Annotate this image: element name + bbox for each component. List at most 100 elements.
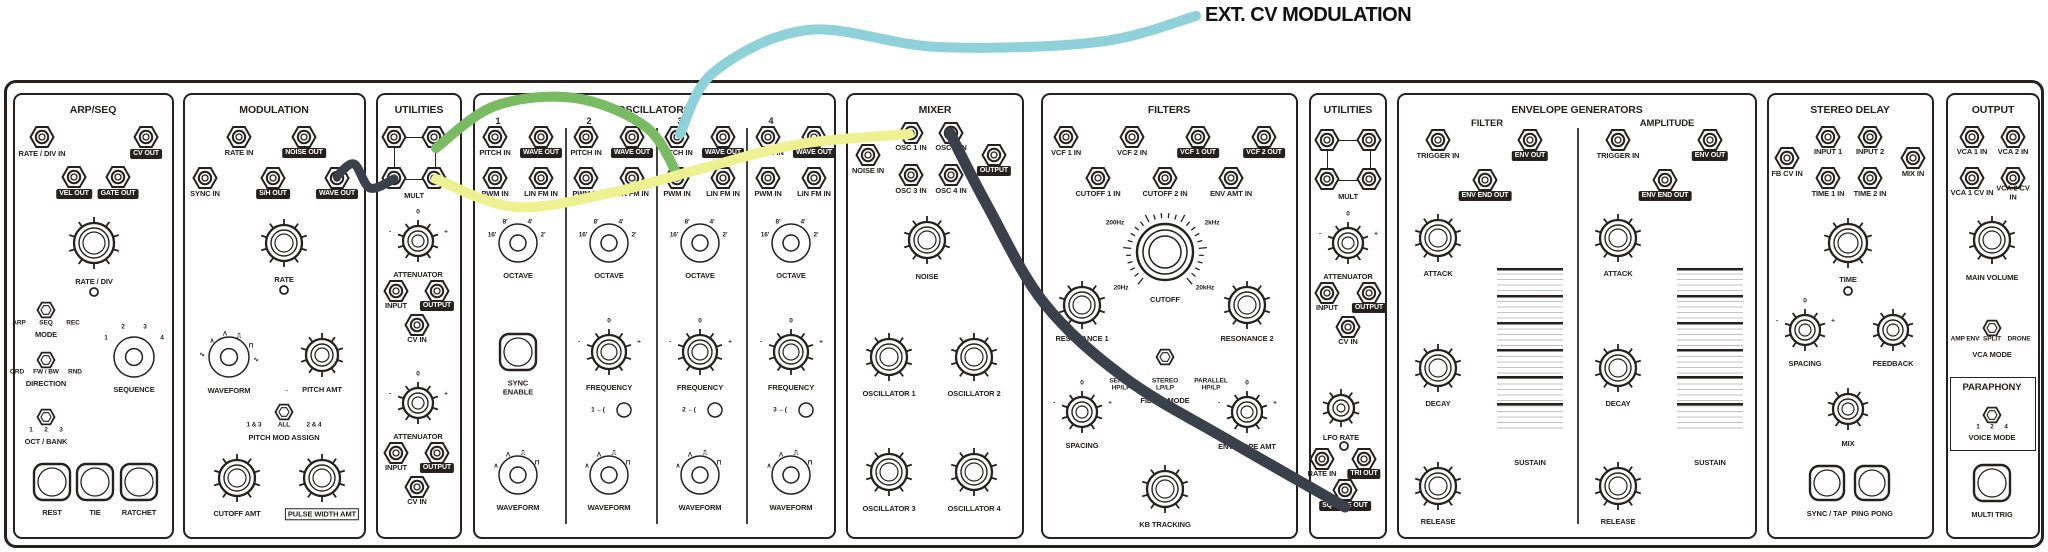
cutoff-amt-knob[interactable] [200,441,274,515]
lfo-rate-knob[interactable] [1309,376,1373,440]
fb-cv-in-jack[interactable] [1774,145,1800,171]
noise-knob[interactable] [890,203,964,277]
wave-out-jack[interactable] [324,165,350,191]
waveform-switch[interactable] [206,334,252,380]
cv-out-jack[interactable] [133,124,159,150]
pulse-width-amt-knob[interactable] [285,441,359,515]
spacing-knob[interactable] [1771,296,1839,364]
release-knob[interactable] [1581,449,1655,523]
frequency-knob[interactable] [755,316,827,388]
osc2-lin-fm-in-jack[interactable] [619,165,645,191]
mult-jack[interactable] [1314,127,1340,153]
output-jack[interactable] [424,440,450,466]
sequence-switch[interactable] [111,334,157,380]
vel-out-jack[interactable] [61,164,87,190]
octave-switch[interactable] [678,221,722,265]
osc4-lin-fm-in-jack[interactable] [801,165,827,191]
mix-in-jack[interactable] [1900,145,1926,171]
kb-tracking-knob[interactable] [1128,452,1202,526]
cv-in-jack[interactable] [404,312,430,338]
frequency-knob[interactable] [664,316,736,388]
output-jack[interactable] [981,142,1007,168]
waveform-switch[interactable] [587,453,631,497]
rate-knob[interactable] [247,206,321,280]
osc1-wave-out-jack[interactable] [528,124,554,150]
cv-in-jack[interactable] [404,474,430,500]
gate-out-jack[interactable] [105,164,131,190]
time-knob[interactable] [1810,205,1886,281]
decay-knob[interactable] [1581,331,1655,405]
main-volume-knob[interactable] [1955,203,2029,277]
decay-knob[interactable] [1401,331,1475,405]
attack-knob[interactable] [1581,201,1655,275]
sync-enable-button[interactable] [497,331,539,373]
mult-jack[interactable] [381,165,407,191]
vcf-2-out-jack[interactable] [1251,124,1277,150]
filter-env-end-out-jack[interactable] [1472,167,1498,193]
cutoff-1-in-jack[interactable] [1085,165,1111,191]
osc-3-in-jack[interactable] [898,162,924,188]
oct-bank-switch[interactable] [36,408,56,427]
attenuator-knob[interactable] [384,207,452,275]
vca-2-cv-in-jack[interactable] [2000,165,2026,191]
osc3-pwm-in-jack[interactable] [664,165,690,191]
sync-tap-button[interactable] [1807,463,1847,503]
attack-knob[interactable] [1401,201,1475,275]
pitch-amt-knob[interactable] [287,320,357,390]
ping-pong-button[interactable] [1852,463,1892,503]
rate-div-in-jack[interactable] [29,124,55,150]
attenuator-knob[interactable] [384,369,452,437]
cutoff-2-in-jack[interactable] [1152,165,1178,191]
mult-jack[interactable] [381,124,407,150]
resonance-1-knob[interactable] [1045,268,1119,342]
filter-env-out-jack[interactable] [1517,127,1543,153]
mode-switch[interactable] [36,301,56,320]
osc1-pwm-in-jack[interactable] [482,165,508,191]
input-2-jack[interactable] [1857,124,1883,150]
waveform-switch[interactable] [496,453,540,497]
osc1-pitch-in-jack[interactable] [482,124,508,150]
square-out-jack[interactable] [1332,477,1358,503]
sustain-slider[interactable] [1677,268,1743,430]
envelope-amt-knob[interactable] [1213,378,1281,446]
noise-out-jack[interactable] [291,124,317,150]
waveform-switch[interactable] [769,453,813,497]
resonance-2-knob[interactable] [1210,268,1284,342]
vca-mode-switch[interactable] [1982,319,2002,338]
rest-button[interactable] [31,461,73,503]
oscillator-4-knob[interactable] [937,435,1011,509]
vcf-1-out-jack[interactable] [1185,124,1211,150]
osc2-wave-out-jack[interactable] [619,124,645,150]
oscillator-3-knob[interactable] [852,435,926,509]
time-1-in-jack[interactable] [1815,165,1841,191]
input-jack[interactable] [383,440,409,466]
input-jack[interactable] [383,278,409,304]
vca-1-cv-in-jack[interactable] [1959,165,1985,191]
env-amt-in-jack[interactable] [1218,165,1244,191]
vca-1-in-jack[interactable] [1959,124,1985,150]
release-knob[interactable] [1401,449,1475,523]
octave-switch[interactable] [769,221,813,265]
tie-button[interactable] [74,461,116,503]
direction-switch[interactable] [36,351,56,370]
osc3-lin-fm-in-jack[interactable] [710,165,736,191]
amp-env-out-jack[interactable] [1697,127,1723,153]
s-h-out-jack[interactable] [260,165,286,191]
rate-div-knob[interactable] [55,204,133,282]
output-jack[interactable] [424,278,450,304]
cutoff-knob[interactable] [1122,209,1208,295]
oscillator-2-knob[interactable] [937,320,1011,394]
mult-jack[interactable] [421,124,447,150]
vca-2-in-jack[interactable] [2000,124,2026,150]
sustain-slider[interactable] [1497,268,1563,430]
input-1-jack[interactable] [1815,124,1841,150]
pitch-mod-assign-switch[interactable] [274,403,294,422]
osc2-pitch-in-jack[interactable] [573,124,599,150]
osc2-pwm-in-jack[interactable] [573,165,599,191]
osc4-wave-out-jack[interactable] [801,124,827,150]
osc-4-in-jack[interactable] [938,162,964,188]
oscillator-1-knob[interactable] [852,320,926,394]
voice-mode-switch[interactable] [1982,406,2002,425]
vcf-2-in-jack[interactable] [1119,124,1145,150]
time-2-in-jack[interactable] [1857,165,1883,191]
